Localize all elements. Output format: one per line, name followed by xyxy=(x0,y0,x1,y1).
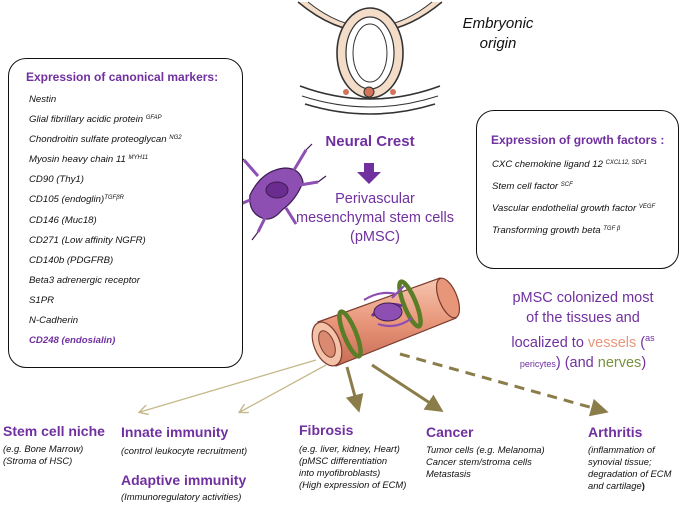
marker-item: S1PR xyxy=(29,294,55,306)
marker-item: CD90 (Thy1) xyxy=(29,174,84,186)
growth-factors-title: Expression of growth factors : xyxy=(491,133,665,147)
canonical-markers-title: Expression of canonical markers: xyxy=(26,70,219,84)
nerves-word: nerves xyxy=(597,354,642,371)
colonized-text: pMSC colonized most of the tissues and l… xyxy=(511,290,655,371)
marker-item: Myosin heavy chain 11 MYH11 xyxy=(29,154,149,166)
growth-factors-box: Expression of growth factors : CXC chemo… xyxy=(476,110,679,269)
marker-item: CD140b (PDGFRB) xyxy=(29,254,114,266)
outcome-stem-cell-niche: Stem cell niche (e.g. Bone Marrow) (Stro… xyxy=(3,423,105,466)
down-arrow-icon xyxy=(357,163,381,184)
canonical-markers-box: Expression of canonical markers: Nestin … xyxy=(8,58,243,368)
arrow-innate-immunity xyxy=(240,364,327,412)
growth-factor-item: Vascular endothelial growth factor VEGF xyxy=(492,203,656,214)
outcome-adaptive-immunity: Adaptive immunity (Immunoregulatory acti… xyxy=(121,472,247,502)
blood-vessel-illustration xyxy=(311,277,461,367)
marker-item: Beta3 adrenergic receptor xyxy=(29,274,140,286)
arrow-stem-cell-niche xyxy=(140,359,317,412)
growth-factor-item: CXC chemokine ligand 12 CXCL12, SDF1 xyxy=(492,159,647,170)
embryo-cross-section-illustration xyxy=(297,1,443,115)
outcome-cancer: Cancer Tumor cells (e.g. Melanoma) Cance… xyxy=(426,424,545,479)
marker-item: Chondroitin sulfate proteoglycan NG2 xyxy=(29,134,182,146)
marker-item: N-Cadherin xyxy=(29,315,79,327)
marker-item-highlight: CD248 (endosialin) xyxy=(29,335,116,347)
marker-item: Nestin xyxy=(29,94,57,105)
marker-item: Glial fibrillary acidic protein GFAP xyxy=(29,114,162,126)
neural-crest-label: Neural Crest xyxy=(325,133,415,150)
outcome-fibrosis: Fibrosis (e.g. liver, kidney, Heart) (pM… xyxy=(299,422,407,490)
outcome-innate-immunity: Innate immunity (control leukocyte recru… xyxy=(121,424,248,456)
arrow-fibrosis xyxy=(345,366,364,413)
canonical-markers-list: Nestin Glial fibrillary acidic protein G… xyxy=(29,90,182,351)
pericyte-cell-illustration xyxy=(235,143,327,241)
marker-item: CD105 (endoglin)TGFβR xyxy=(29,194,124,206)
marker-item: CD146 (Muc18) xyxy=(29,214,97,226)
embryonic-origin-label: Embryonic origin xyxy=(462,15,534,52)
outcome-arthritis: Arthritis (inflammation of synovial tiss… xyxy=(588,424,672,491)
growth-factor-item: Stem cell factor SCF xyxy=(492,181,573,192)
outcome-arrows xyxy=(140,352,609,417)
arrow-cancer xyxy=(371,363,444,412)
vessels-word: vessels xyxy=(587,334,637,351)
growth-factors-list: CXC chemokine ligand 12 CXCL12, SDF1 Ste… xyxy=(492,154,655,242)
growth-factor-item: Transforming growth beta TGF β xyxy=(492,225,621,236)
pmsc-label: Perivascular mesenchymal stem cells (pMS… xyxy=(296,191,454,245)
marker-item: CD271 (Low affinity NGFR) xyxy=(29,234,146,246)
arrow-arthritis xyxy=(399,352,609,417)
